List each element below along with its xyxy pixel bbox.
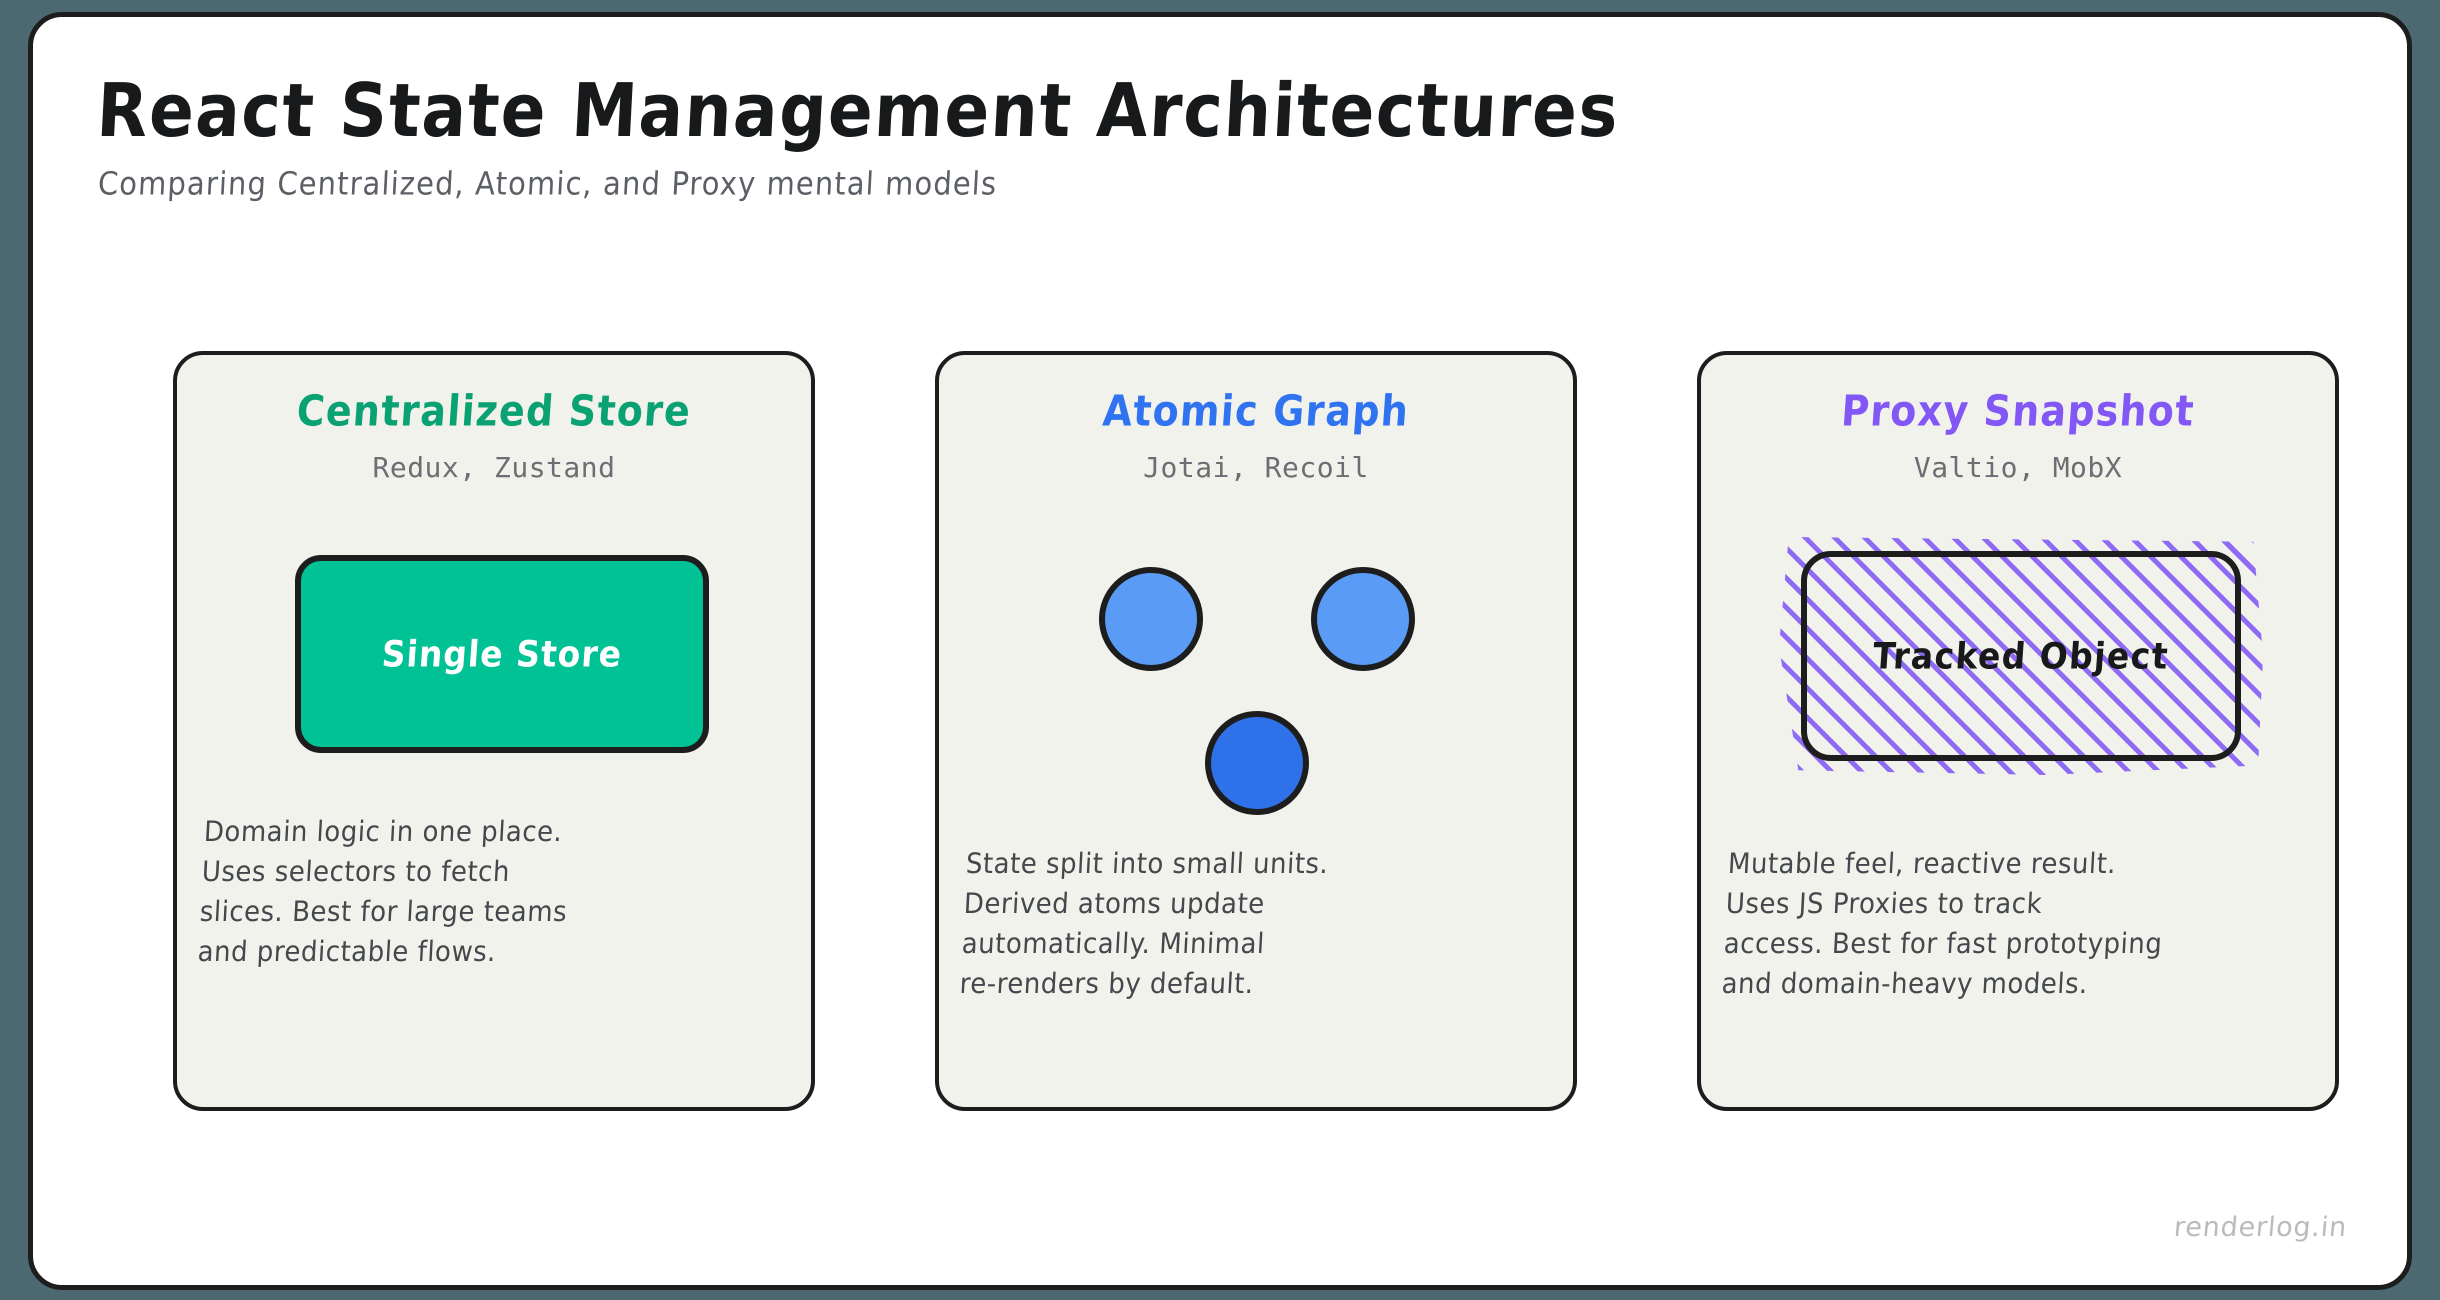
single-store-label: Single Store: [380, 632, 624, 676]
card-title: Centralized Store: [295, 386, 693, 436]
card-title: Proxy Snapshot: [1839, 386, 2197, 436]
page-title: React State Management Architectures: [94, 67, 1622, 154]
header: React State Management Architectures Com…: [95, 68, 2299, 203]
card-description: Domain logic in one place. Uses selector…: [196, 816, 569, 969]
atom-node: [1311, 567, 1415, 671]
card-description: Mutable feel, reactive result. Uses JS P…: [1720, 848, 2164, 1001]
card-description: State split into small units. Derived at…: [958, 848, 1330, 1001]
single-store-box: Single Store: [295, 555, 709, 753]
cards-row: Centralized Store Redux, Zustand Single …: [173, 351, 2339, 1111]
hatch-pattern: [1779, 537, 2263, 775]
watermark: renderlog.in: [2172, 1212, 2349, 1243]
card-centralized-store[interactable]: Centralized Store Redux, Zustand Single …: [173, 351, 815, 1111]
tracked-object-label: Tracked Object: [1871, 634, 2171, 678]
card-subtitle: Valtio, MobX: [1913, 451, 2123, 484]
tracked-object-box: Tracked Object: [1801, 551, 2241, 761]
diagram-frame: React State Management Architectures Com…: [28, 12, 2412, 1290]
card-subtitle: Redux, Zustand: [372, 451, 616, 484]
card-title: Atomic Graph: [1101, 386, 1411, 436]
atom-node-derived: [1205, 711, 1309, 815]
atom-node: [1099, 567, 1203, 671]
tracked-object-group: Tracked Object: [1779, 537, 2263, 775]
card-proxy-snapshot[interactable]: Proxy Snapshot Valtio, MobX Tracked Obje…: [1697, 351, 2339, 1111]
card-atomic-graph[interactable]: Atomic Graph Jotai, Recoil State split i…: [935, 351, 1577, 1111]
card-subtitle: Jotai, Recoil: [1143, 451, 1369, 484]
page-subtitle: Comparing Centralized, Atomic, and Proxy…: [97, 165, 999, 203]
